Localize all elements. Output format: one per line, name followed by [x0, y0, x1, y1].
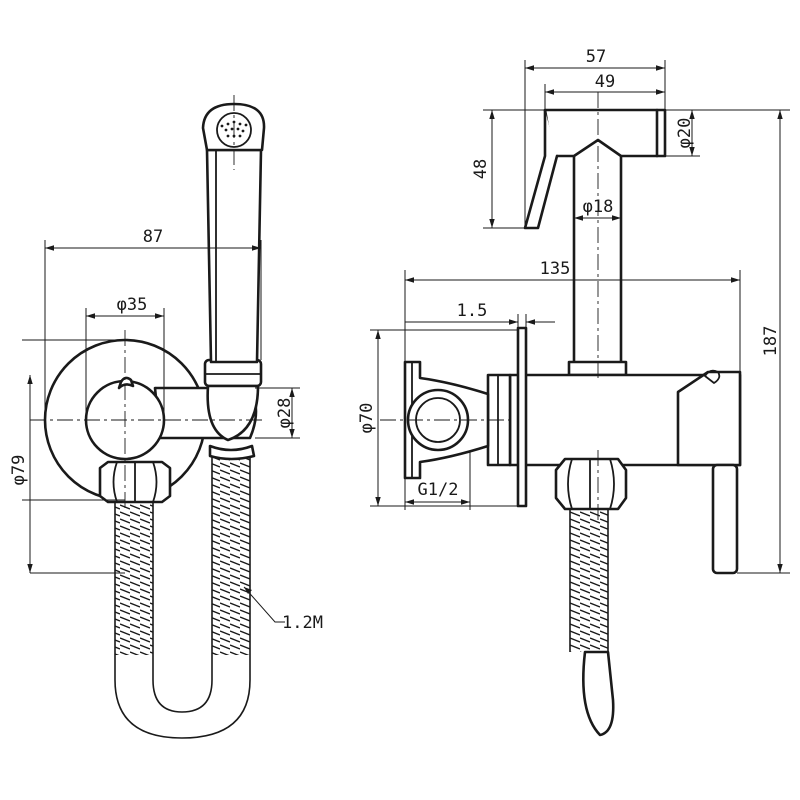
- dim-thread: G1/2: [404, 450, 471, 510]
- dim-label-holder: φ28: [275, 398, 295, 429]
- dim-label-phi18: φ18: [583, 197, 614, 217]
- hose-length-callout: 1.2M: [243, 586, 323, 633]
- dim-label-135: 135: [540, 259, 571, 279]
- dim-total-height: 187: [665, 109, 790, 574]
- dim-label-knob: φ35: [117, 295, 148, 315]
- dim-plate-diameter-side: φ70: [357, 329, 518, 507]
- dim-label-187: 187: [761, 326, 781, 357]
- hose-end: [582, 650, 615, 737]
- shower-stem: [572, 154, 623, 364]
- dim-label-width: 87: [143, 227, 163, 247]
- hose-loop: [114, 450, 251, 739]
- top-head: [523, 108, 667, 230]
- hose-nut-left: [98, 460, 172, 504]
- hand-shower: [201, 102, 266, 364]
- dim-label-plate: φ79: [9, 455, 29, 486]
- dim-label-phi70: φ70: [357, 403, 377, 434]
- dim-left-width: 87: [44, 227, 262, 420]
- knob-lever: [117, 376, 135, 390]
- dim-label-49: 49: [595, 72, 615, 92]
- dim-plate-thickness: 1.5: [405, 301, 555, 330]
- hose-nut-right: [208, 444, 256, 461]
- dim-head-height: 48: [471, 109, 545, 229]
- dim-label-57: 57: [586, 47, 606, 67]
- front-view: 87 φ35 φ79 φ28 1.2M: [9, 95, 323, 739]
- dim-stem-diameter: φ18: [574, 197, 621, 221]
- holder-ring: [203, 358, 263, 442]
- valve-body: [508, 369, 742, 467]
- dim-label-48: 48: [471, 159, 491, 179]
- dim-knob-diameter: φ35: [85, 295, 165, 420]
- dim-top-outer: 57: [524, 47, 666, 228]
- dim-label-1.5: 1.5: [457, 301, 488, 321]
- stem-collar: [567, 360, 628, 377]
- dim-plate-diameter: φ79: [9, 339, 125, 574]
- side-hose: [569, 500, 615, 737]
- spray-nozzles: [220, 120, 248, 138]
- lever: [711, 463, 739, 575]
- dim-label-phi20: φ20: [675, 118, 695, 149]
- dim-body-length: 135: [404, 259, 741, 375]
- side-view: 57 49 48 φ20 φ18 135: [357, 47, 790, 737]
- dim-holder-diameter: φ28: [255, 387, 300, 439]
- dim-label-thread: G1/2: [418, 480, 459, 500]
- side-hose-nut: [554, 457, 628, 511]
- dim-label-hose: 1.2M: [282, 613, 323, 633]
- dim-head-diameter: φ20: [665, 109, 700, 157]
- dim-top-inner: 49: [544, 72, 665, 110]
